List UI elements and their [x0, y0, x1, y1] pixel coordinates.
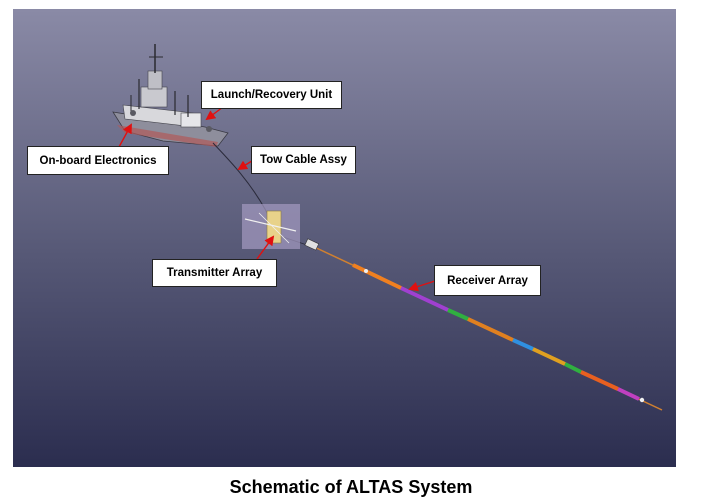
altas-schematic-scene: [13, 9, 676, 467]
receiver-array-label: Receiver Array: [434, 265, 541, 296]
launch-recovery-label: Launch/Recovery Unit: [201, 81, 342, 109]
transmitter-array-label: Transmitter Array: [152, 259, 277, 287]
scene-background: [13, 9, 676, 467]
receiver-array-icon: [304, 238, 663, 411]
ship-icon: [112, 44, 229, 147]
launch-recovery-arrow: [205, 106, 224, 121]
transmitter-array-arrow: [256, 235, 275, 260]
figure-caption: Schematic of ALTAS System: [229, 477, 473, 497]
onboard-electronics-arrow: [118, 123, 132, 148]
transmitter-array-icon: [242, 204, 300, 249]
onboard-electronics-label: On-board Electronics: [27, 146, 169, 175]
tow-cable-label: Tow Cable Assy: [251, 146, 356, 174]
receiver-array-arrow: [408, 280, 436, 292]
